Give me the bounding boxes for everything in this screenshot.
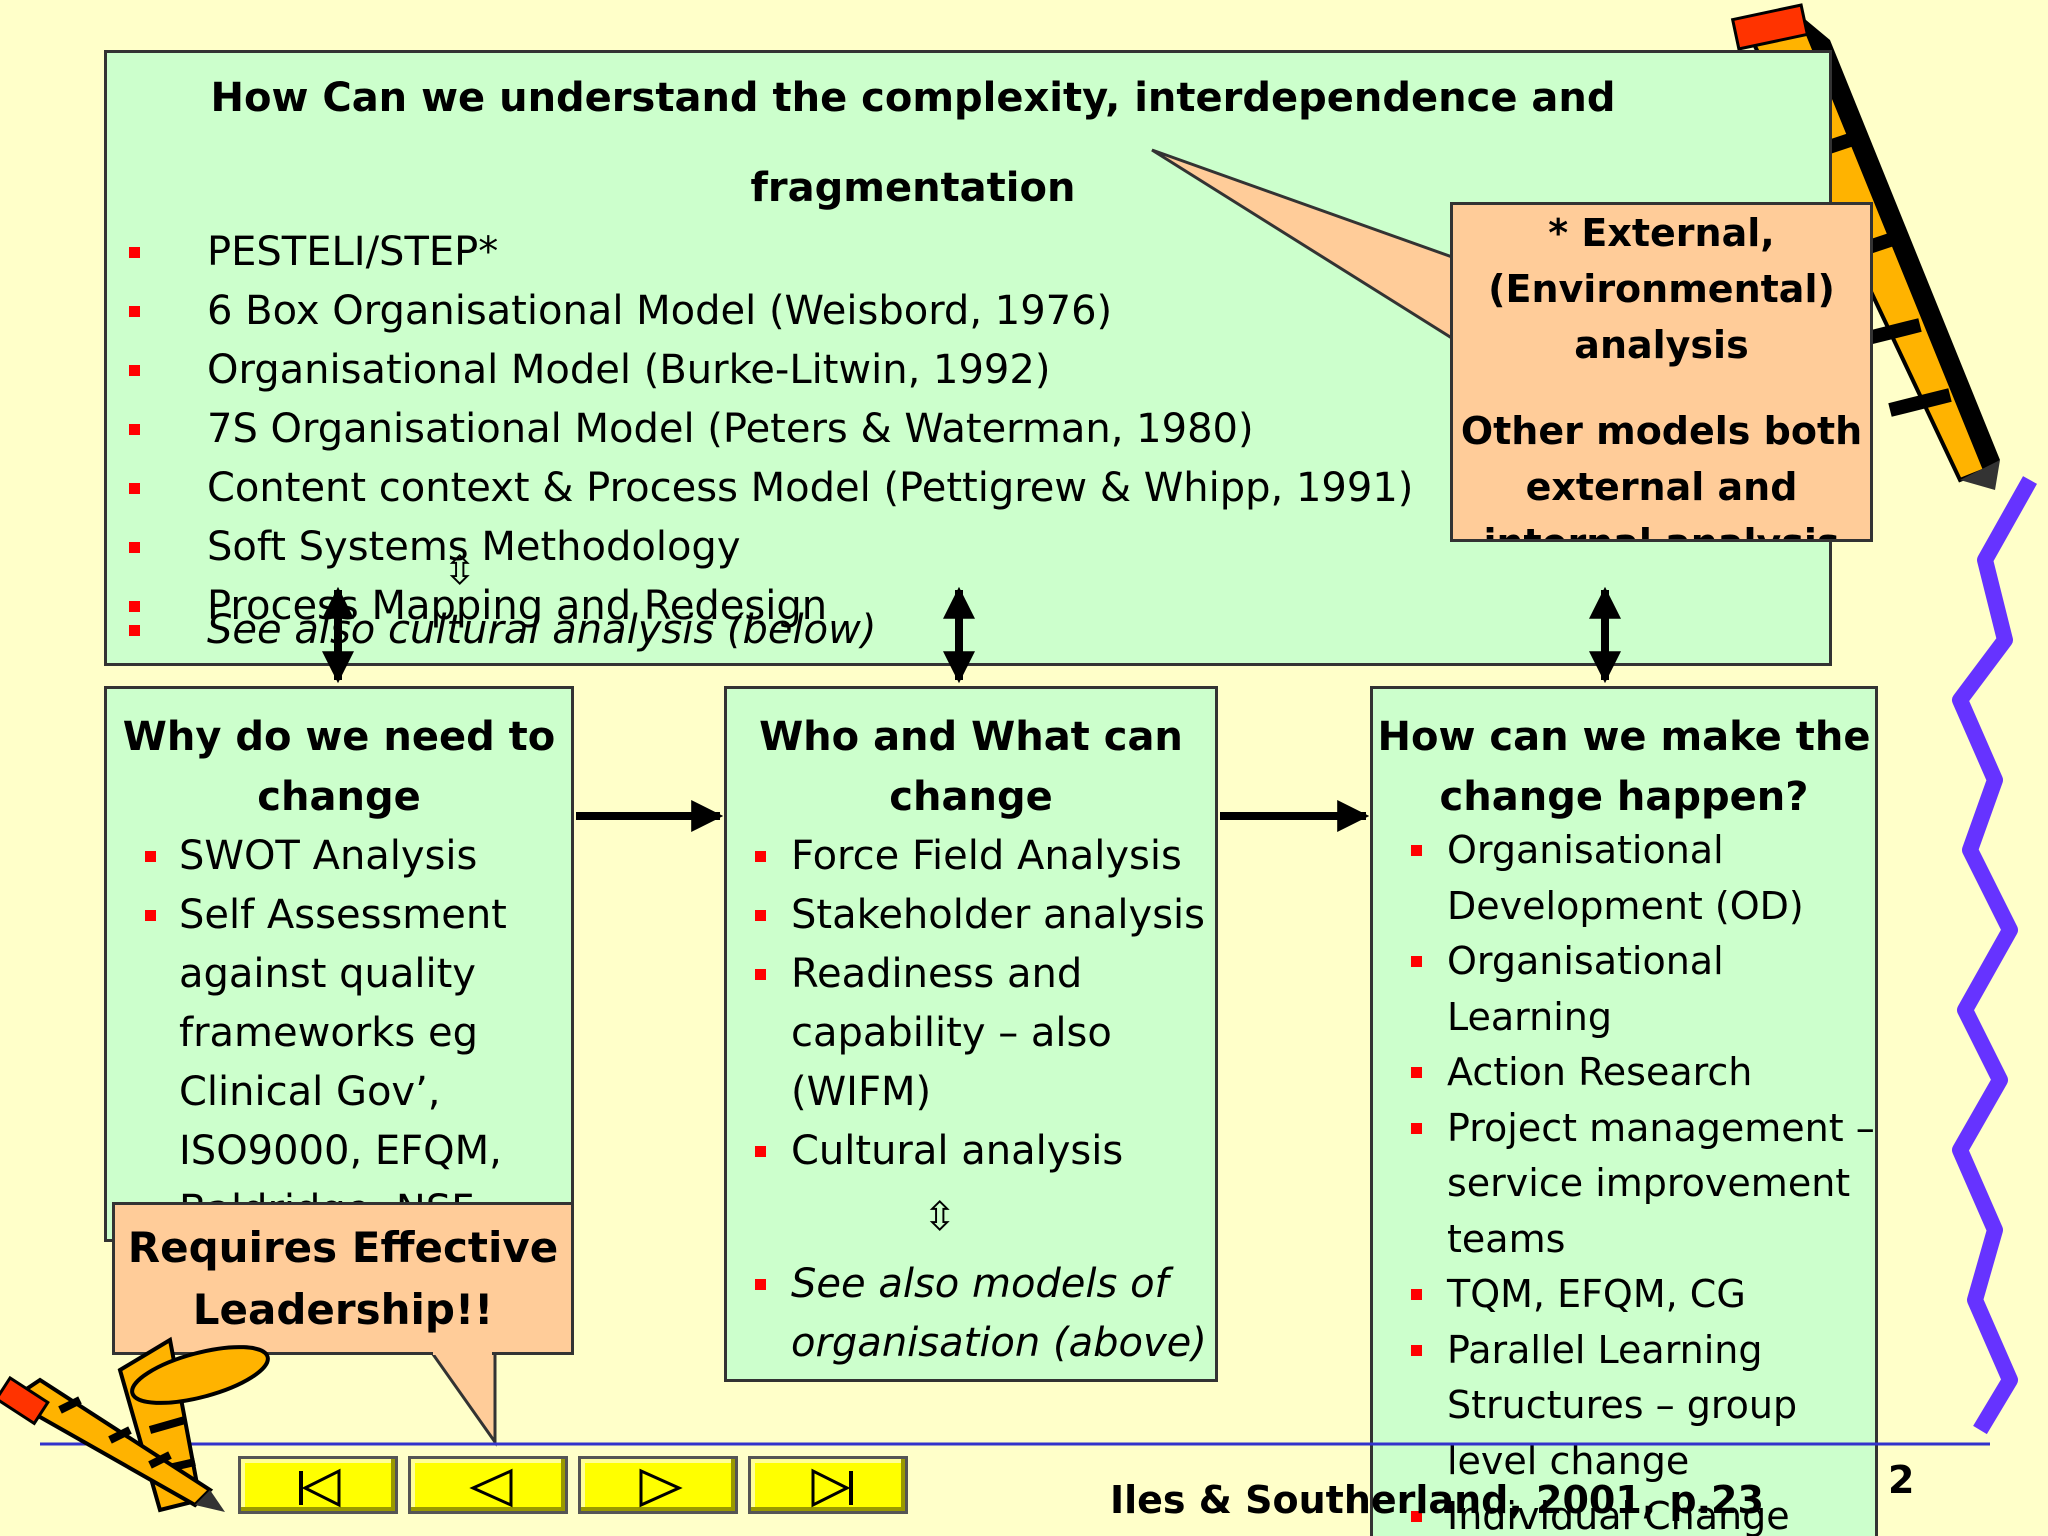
bullet-icon — [129, 601, 140, 612]
how-change-box: How can we make the change happen? Organ… — [1370, 686, 1878, 1536]
bullet-icon — [145, 910, 156, 921]
callout-line: Other models both — [1460, 409, 1863, 453]
who-what-box: Who and What can change Force Field Anal… — [724, 686, 1218, 1382]
list-item: Force Field Analysis — [727, 827, 1215, 886]
bullet-icon — [755, 910, 766, 921]
callout-line: external and — [1525, 465, 1798, 509]
list-item: Organisational Development (OD) — [1373, 823, 1875, 934]
list-item: Individual Change — [1373, 1489, 1875, 1536]
last-slide-button[interactable] — [748, 1456, 908, 1514]
citation: Iles & Southerland, 2001, p.23 — [1110, 1478, 1764, 1522]
bullet-icon — [755, 851, 766, 862]
how-box-title: How can we make the change happen? — [1377, 714, 1871, 820]
bullet-icon — [755, 969, 766, 980]
list-item: Stakeholder analysis — [727, 886, 1215, 945]
bullet-icon — [129, 542, 140, 553]
list-item: PESTELI/STEP* — [107, 223, 1829, 282]
bullet-icon — [1411, 1289, 1422, 1300]
list-item: Project management – service improvement… — [1373, 1101, 1875, 1268]
top-models-list: PESTELI/STEP* 6 Box Organisational Model… — [107, 223, 1829, 636]
bullet-icon — [1411, 1122, 1422, 1134]
list-item: Readiness and capability – also (WIFM) — [727, 945, 1215, 1122]
bullet-icon — [129, 247, 140, 258]
how-list: Organisational Development (OD) Organisa… — [1373, 823, 1875, 1536]
callout-line: (Environmental) — [1488, 267, 1835, 311]
page-number: 2 — [1888, 1458, 1915, 1502]
callout-line: Requires Effective — [127, 1223, 559, 1272]
list-item: Action Research — [1373, 1045, 1875, 1101]
up-down-arrow-icon: ⇳ — [923, 1194, 957, 1240]
list-item: Cultural analysis — [727, 1122, 1215, 1181]
bullet-icon — [1411, 956, 1422, 967]
list-item: SWOT Analysis — [107, 827, 571, 886]
top-box-title: How Can we understand the complexity, in… — [210, 75, 1616, 211]
why-change-box: Why do we need to change SWOT Analysis S… — [104, 686, 574, 1242]
list-item: Process Mapping and Redesign — [107, 577, 1829, 636]
bullet-icon — [1411, 1511, 1422, 1522]
next-slide-button[interactable] — [578, 1456, 738, 1514]
leadership-callout: Requires Effective Leadership!! — [112, 1202, 574, 1355]
previous-slide-icon — [469, 1468, 513, 1508]
callout-line: * External, — [1548, 211, 1775, 255]
list-item: See also cultural analysis (below) — [107, 601, 1829, 660]
who-box-title: Who and What can change — [759, 714, 1183, 820]
bullet-icon — [755, 1279, 766, 1290]
bullet-icon — [129, 365, 140, 376]
bullet-icon — [129, 483, 140, 494]
top-see-also: See also cultural analysis (below) — [107, 601, 1829, 660]
bullet-icon — [129, 306, 140, 317]
next-slide-icon — [639, 1468, 683, 1508]
list-item: Organisational Learning — [1373, 934, 1875, 1045]
up-down-arrow-icon: ⇳ — [443, 548, 477, 594]
bullet-icon — [1411, 1067, 1422, 1078]
list-item: Parallel Learning Structures – group lev… — [1373, 1323, 1875, 1490]
first-slide-button[interactable] — [238, 1456, 398, 1514]
bullet-icon — [145, 851, 156, 862]
previous-slide-button[interactable] — [408, 1456, 568, 1514]
callout-line: analysis — [1574, 323, 1749, 367]
list-item: Content context & Process Model (Pettigr… — [107, 459, 1829, 518]
bullet-icon — [1411, 845, 1422, 856]
who-see-also: See also models of organisation (above) — [727, 1255, 1215, 1373]
bullet-icon — [129, 424, 140, 435]
list-item: 6 Box Organisational Model (Weisbord, 19… — [107, 282, 1829, 341]
callout-line: internal analysis — [1453, 515, 1870, 539]
why-box-title: Why do we need to change — [122, 714, 556, 820]
list-item: 7S Organisational Model (Peters & Waterm… — [107, 400, 1829, 459]
bullet-icon — [1411, 1344, 1422, 1356]
list-item: See also models of organisation (above) — [727, 1255, 1215, 1373]
list-item: TQM, EFQM, CG — [1373, 1267, 1875, 1323]
bullet-icon — [755, 1146, 766, 1157]
callout-line: Leadership!! — [192, 1285, 494, 1334]
list-item: Organisational Model (Burke-Litwin, 1992… — [107, 341, 1829, 400]
last-slide-icon — [811, 1468, 853, 1508]
who-list: Force Field Analysis Stakeholder analysi… — [727, 827, 1215, 1181]
list-item: Soft Systems Methodology — [107, 518, 1829, 577]
external-analysis-callout: * External, (Environmental) analysis Oth… — [1450, 202, 1873, 542]
first-slide-icon — [299, 1468, 341, 1508]
bullet-icon — [129, 625, 140, 636]
